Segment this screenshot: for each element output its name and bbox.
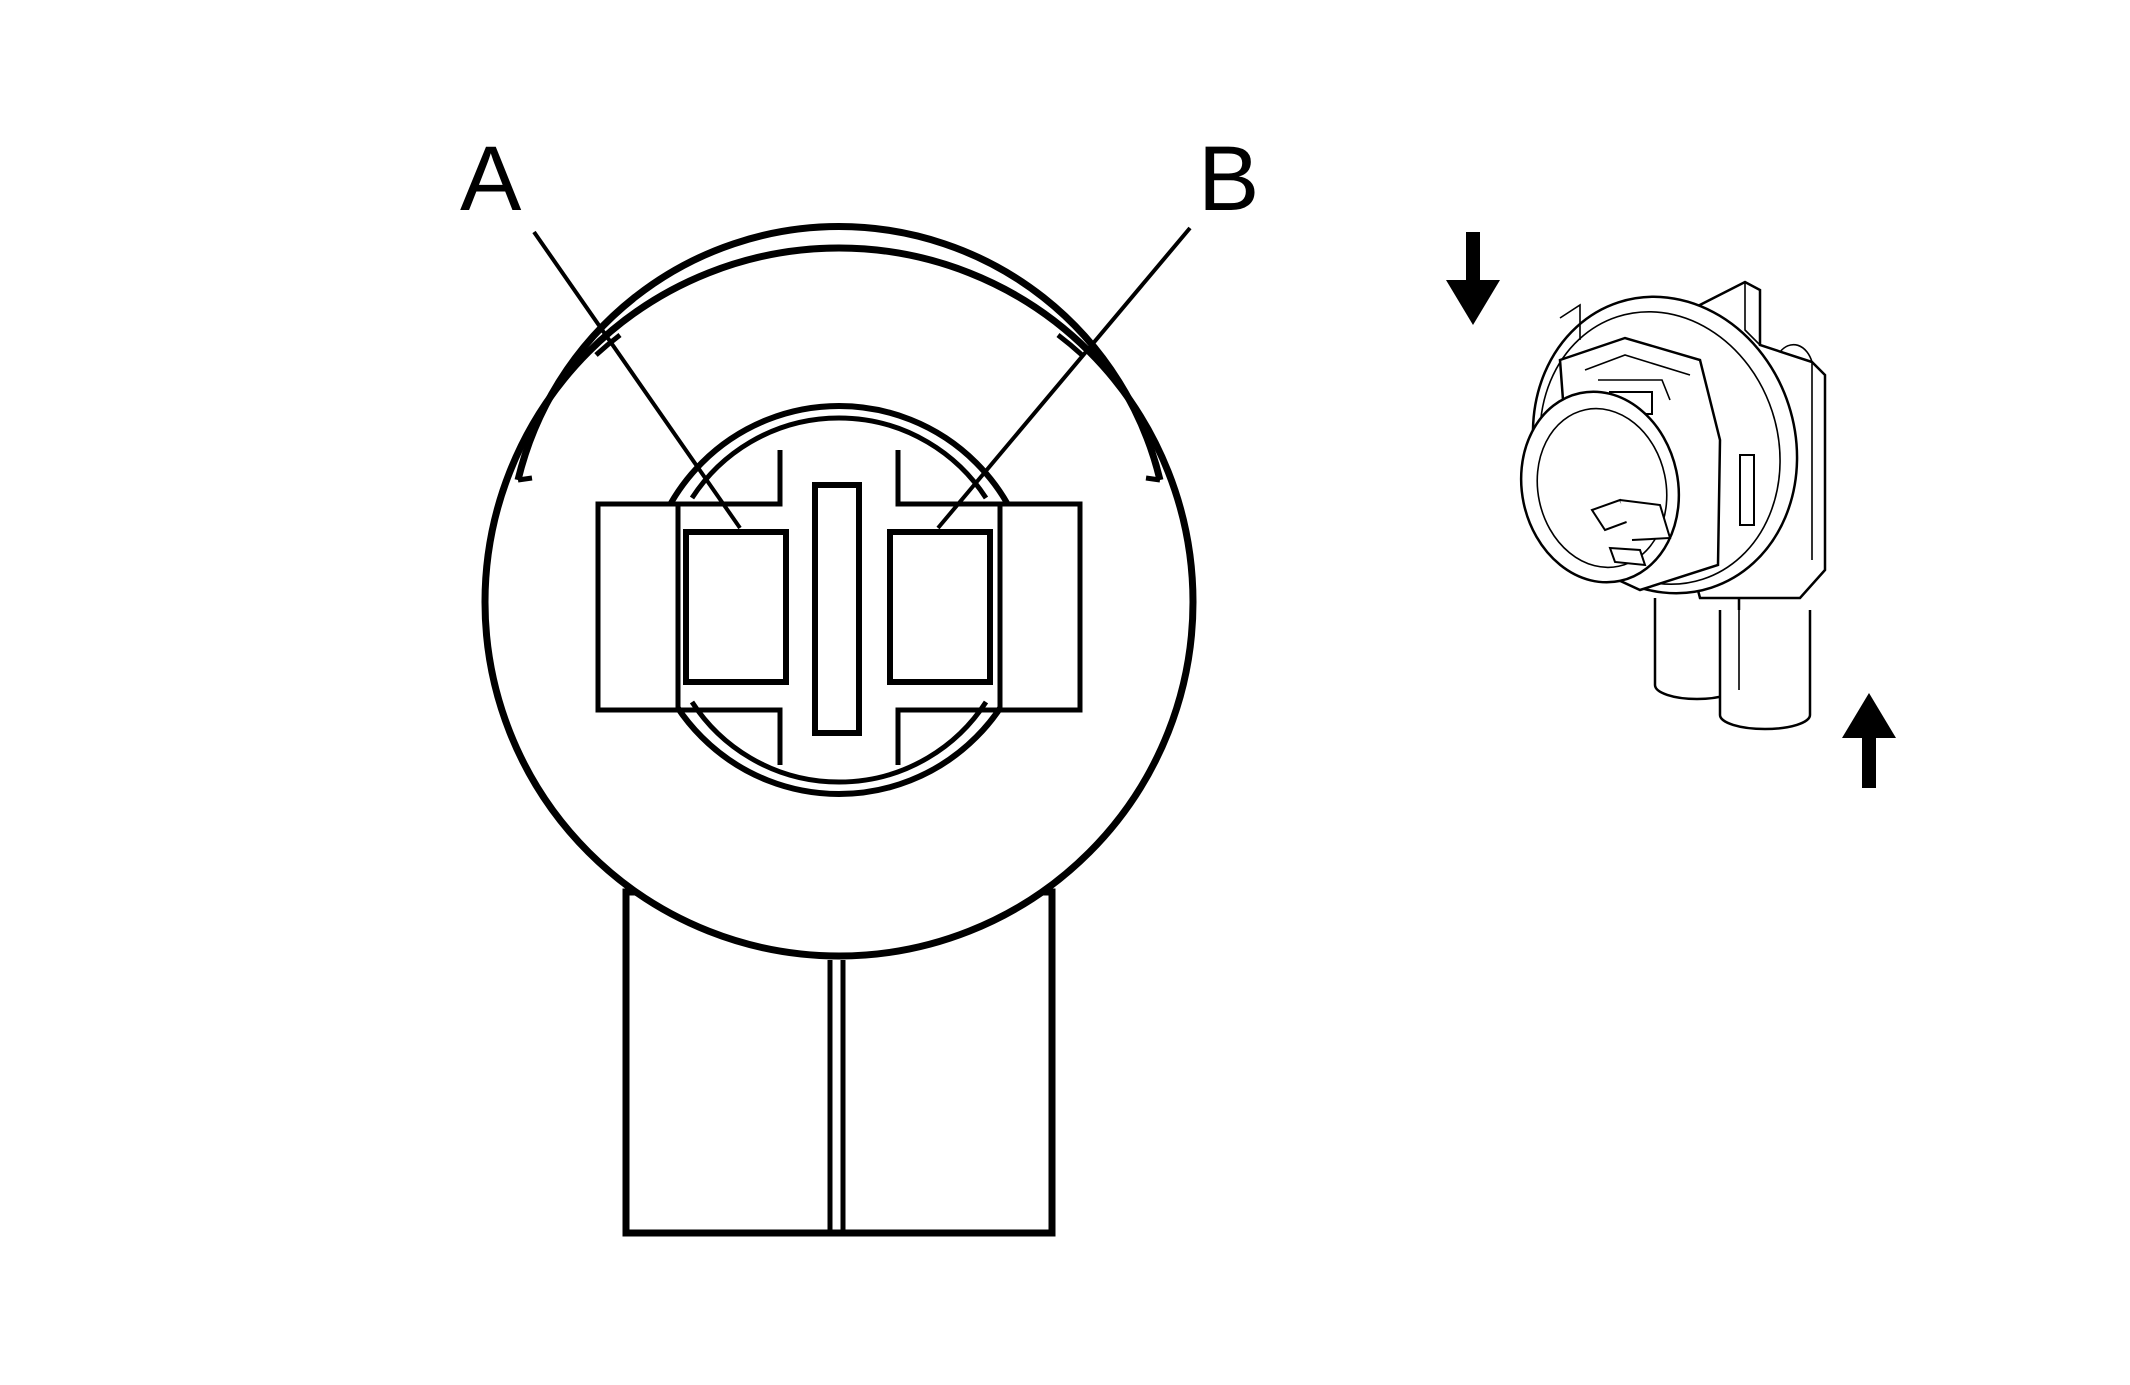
keying-walls (678, 450, 1000, 765)
arrow-down-icon (1446, 232, 1500, 325)
iso-housing-tubes (1653, 598, 1812, 731)
connector-isometric-view (1446, 232, 1896, 788)
terminal-label-a: A (460, 128, 522, 230)
center-divider (812, 482, 862, 736)
terminal-b (887, 529, 993, 685)
side-latch-left (595, 501, 681, 713)
iso-front-face (1519, 390, 1681, 584)
leader-line-b (936, 226, 1192, 530)
terminal-label-b: B (1198, 128, 1259, 230)
connector-front-view: A B (460, 128, 1259, 1237)
arrow-up-icon (1842, 693, 1896, 788)
terminal-a (683, 529, 789, 685)
side-latch-right (997, 501, 1083, 713)
leader-line-a (532, 230, 742, 530)
